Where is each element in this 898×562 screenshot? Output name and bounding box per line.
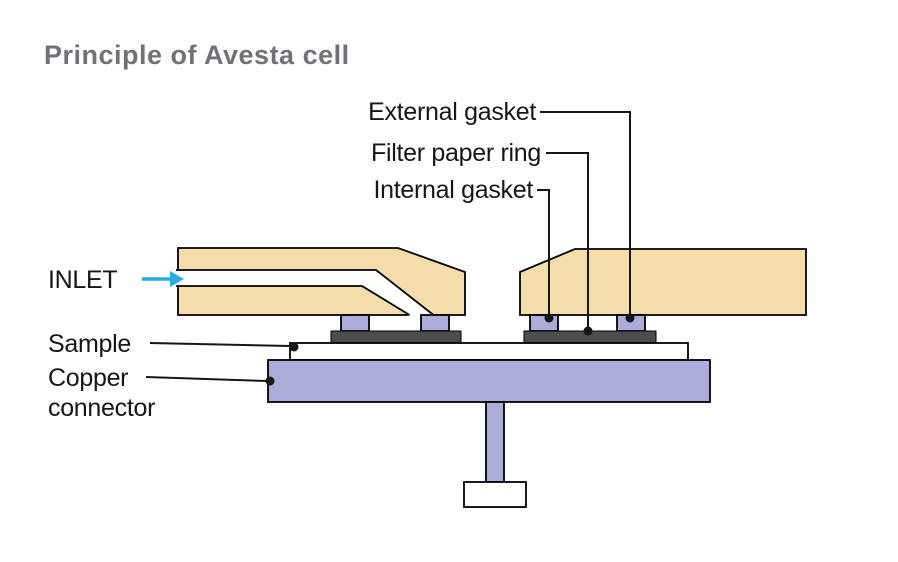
sample-dot: [289, 342, 299, 352]
inlet-channel-top-wall: [176, 269, 435, 316]
label-connector: connector: [48, 394, 155, 422]
right-electrode-block: [519, 248, 807, 316]
filter-paper-ring-leader: [546, 152, 589, 328]
copper-connector-leader: [145, 376, 268, 382]
internal-gasket-dot: [544, 313, 554, 323]
sample-leader: [149, 342, 291, 347]
label-inlet: INLET: [48, 266, 117, 294]
copper-connector-block: [267, 359, 711, 403]
label-filter-paper-ring: Filter paper ring: [371, 139, 541, 167]
internal-gasket-tab: [529, 314, 559, 332]
external-gasket-leader: [540, 111, 631, 314]
left-external-gasket-tab: [420, 314, 450, 332]
inlet-channel-bottom-wall: [176, 285, 410, 316]
label-copper: Copper: [48, 364, 128, 392]
internal-gasket-leader: [537, 189, 550, 314]
label-internal-gasket: Internal gasket: [374, 176, 534, 204]
inlet-arrow-icon: [170, 271, 184, 287]
copper-connector-stem: [485, 401, 505, 483]
left-filter-paper-ring: [330, 330, 462, 344]
connector-foot: [463, 481, 527, 508]
label-external-gasket: External gasket: [368, 98, 536, 126]
left-internal-gasket-tab: [340, 314, 370, 332]
label-sample: Sample: [48, 330, 131, 358]
copper-connector-dot: [265, 376, 275, 386]
inlet-channel: [176, 270, 435, 317]
sample-plate: [289, 342, 689, 361]
external-gasket-dot: [625, 313, 635, 323]
filter-paper-ring-dot: [583, 326, 593, 336]
page-title: Principle of Avesta cell: [44, 40, 350, 70]
